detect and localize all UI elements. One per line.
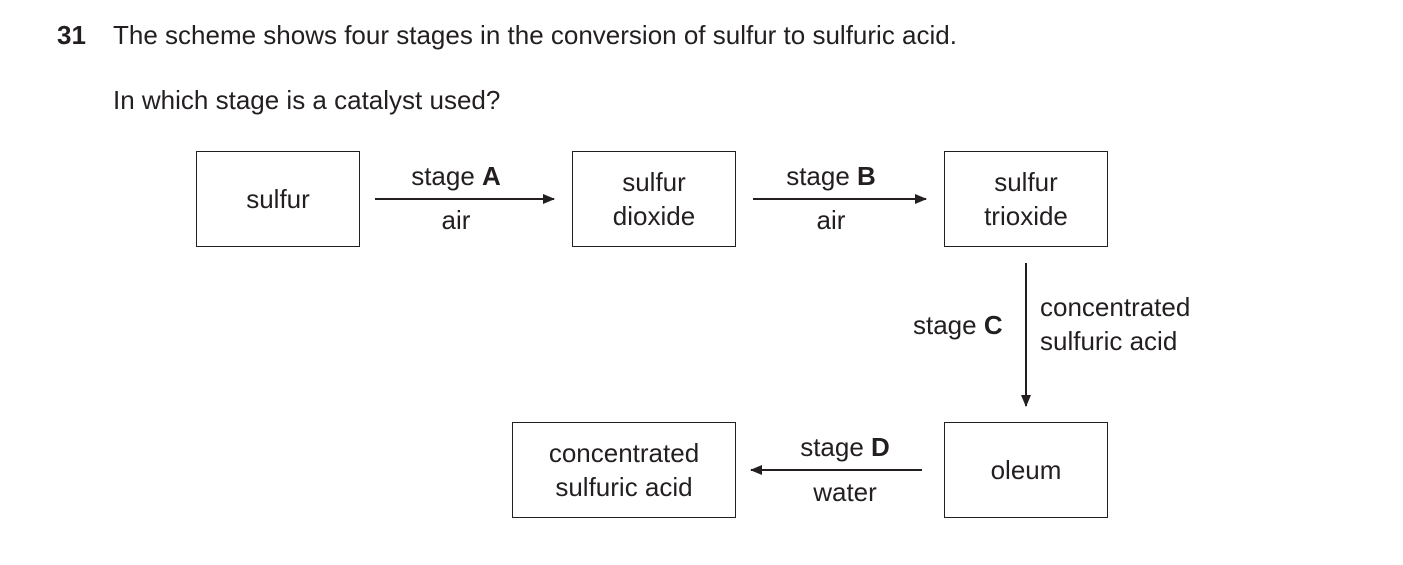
stage-c-prefix: stage xyxy=(913,310,977,340)
box-sulfur-dioxide: sulfur dioxide xyxy=(572,151,736,247)
stage-a-prefix: stage xyxy=(411,161,475,191)
box-conc-acid-line2: sulfuric acid xyxy=(555,472,693,502)
box-sulfur-trioxide-line2: trioxide xyxy=(984,201,1068,231)
stage-b-reagent: air xyxy=(816,205,846,235)
stage-d-letter: D xyxy=(871,432,890,462)
stage-d-prefix: stage xyxy=(800,432,864,462)
box-concentrated-sulfuric-acid: concentrated sulfuric acid xyxy=(512,422,736,518)
box-sulfur-dioxide-line1: sulfur xyxy=(622,167,686,197)
box-conc-acid-line1: concentrated xyxy=(548,438,700,468)
box-sulfur-line1: sulfur xyxy=(246,184,310,214)
stage-b-prefix: stage xyxy=(786,161,850,191)
stage-a-reagent: air xyxy=(441,205,471,235)
stage-c-reagent-line2: sulfuric acid xyxy=(1040,326,1178,356)
box-sulfur: sulfur xyxy=(196,151,360,247)
stage-c-label: stage C xyxy=(913,310,1003,341)
stage-c-letter: C xyxy=(983,310,1003,340)
question-number: 31 xyxy=(57,20,86,50)
stage-b-label: stage B xyxy=(751,161,911,192)
stage-d-reagent: water xyxy=(813,477,877,507)
box-oleum: oleum xyxy=(944,422,1108,518)
question-prompt: In which stage is a catalyst used? xyxy=(113,85,501,115)
stage-d-label: stage D xyxy=(765,432,925,463)
question-stem: The scheme shows four stages in the conv… xyxy=(113,20,957,50)
box-sulfur-trioxide: sulfur trioxide xyxy=(944,151,1108,247)
stage-c-reagent-line1: concentrated xyxy=(1040,292,1191,322)
stage-a-label: stage A xyxy=(376,161,536,192)
stage-b-letter: B xyxy=(857,161,876,191)
box-oleum-line1: oleum xyxy=(990,455,1062,485)
box-sulfur-dioxide-line2: dioxide xyxy=(612,201,696,231)
box-sulfur-trioxide-line1: sulfur xyxy=(994,167,1058,197)
stage-a-letter: A xyxy=(482,161,501,191)
